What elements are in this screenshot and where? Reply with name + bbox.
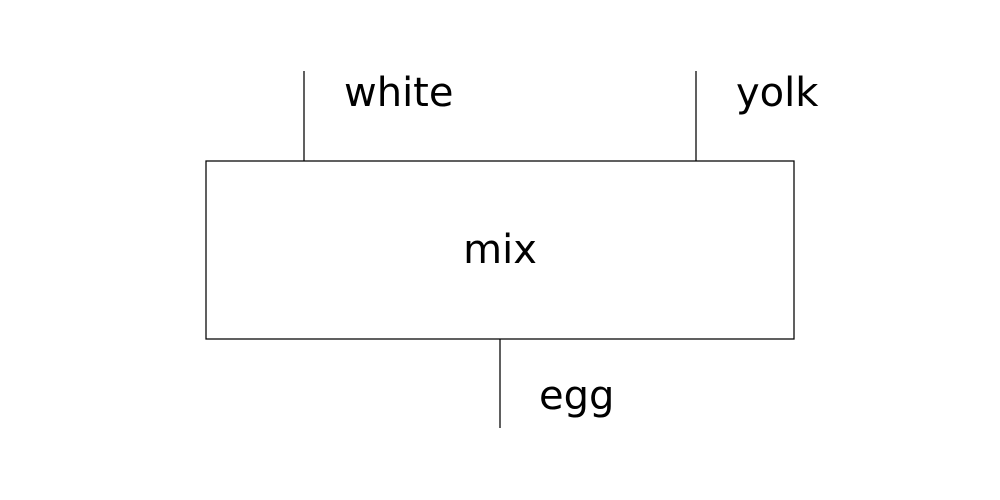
input-label-white: white bbox=[344, 70, 453, 116]
process-label-mix: mix bbox=[463, 227, 537, 273]
output-label-egg: egg bbox=[539, 373, 614, 419]
input-label-yolk: yolk bbox=[736, 70, 819, 116]
process-box-mix bbox=[205, 160, 795, 340]
